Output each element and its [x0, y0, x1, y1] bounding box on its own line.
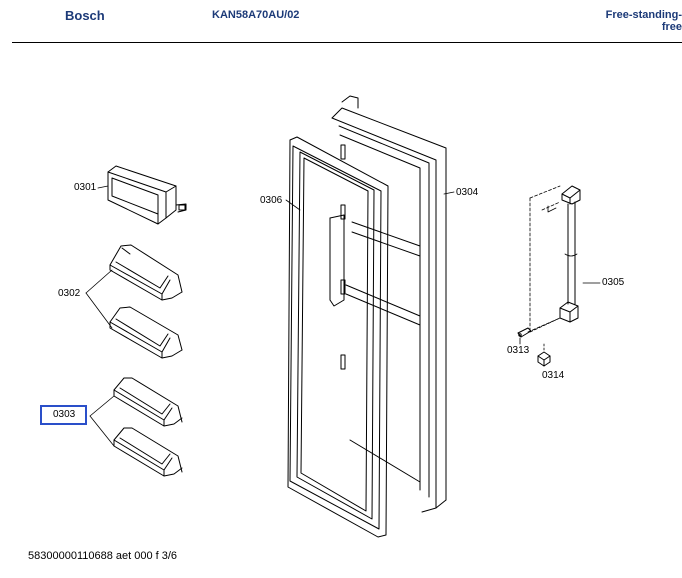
- callout-0302[interactable]: 0302: [58, 288, 81, 299]
- door-gasket-0306[interactable]: [287, 136, 389, 538]
- appliance-description: Free-standing- free: [606, 9, 682, 33]
- brand-name: Bosch: [65, 8, 105, 23]
- door-shelf-0303b[interactable]: [113, 427, 183, 477]
- document-code: 58300000110688 aet 000 f 3/6: [28, 550, 178, 562]
- callout-0314[interactable]: 0314: [542, 370, 565, 381]
- callout-0306[interactable]: 0306: [260, 195, 283, 206]
- screw-0313[interactable]: [517, 327, 532, 345]
- description-line-1: Free-standing-: [605, 9, 682, 21]
- model-number: KAN58A70AU/02: [212, 9, 300, 21]
- page-header: Bosch KAN58A70AU/02 Free-standing- free: [0, 0, 682, 42]
- door-shelf-0303a[interactable]: [113, 377, 183, 427]
- callout-0303-highlighted[interactable]: 0303: [40, 405, 88, 425]
- header-divider: [12, 42, 682, 43]
- door-shelf-0302a[interactable]: [109, 244, 183, 301]
- leader-lines: [85, 185, 601, 447]
- screw-cap-0314[interactable]: [537, 343, 551, 367]
- door-frame-0304[interactable]: [331, 95, 447, 513]
- callout-0313[interactable]: 0313: [507, 345, 530, 356]
- door-shelf-0301[interactable]: [107, 165, 187, 225]
- door-handle-0305[interactable]: [527, 185, 581, 333]
- callout-0304[interactable]: 0304: [456, 187, 479, 198]
- description-line-2: free: [661, 21, 682, 33]
- callout-0305[interactable]: 0305: [602, 277, 625, 288]
- callout-0301[interactable]: 0301: [74, 182, 97, 193]
- door-shelf-0302b[interactable]: [109, 306, 183, 359]
